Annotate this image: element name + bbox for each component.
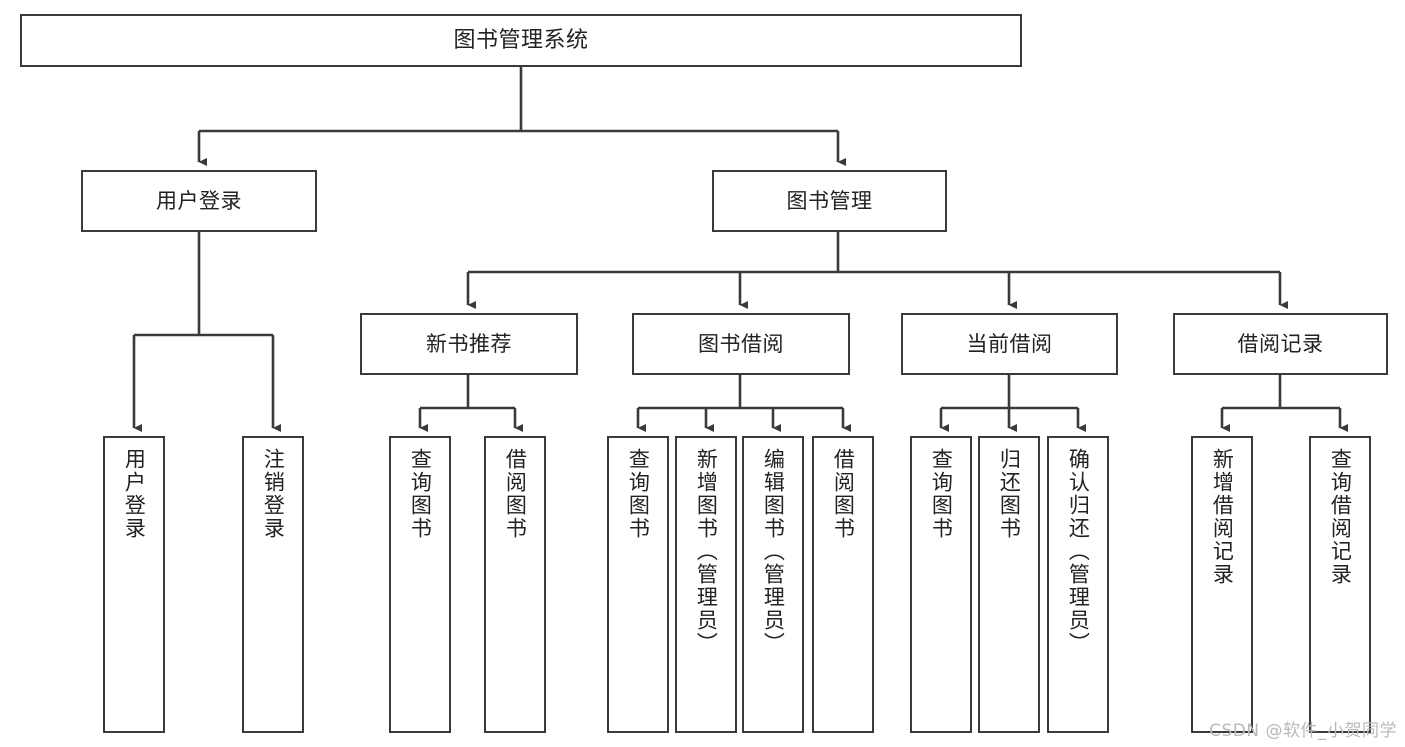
leaf-edit-book-admin[interactable]: 编辑图书（管理员） (742, 436, 804, 733)
node-current-borrow[interactable]: 当前借阅 (901, 313, 1118, 375)
node-label: 用户登录 (122, 448, 147, 540)
leaf-query-borrow-record[interactable]: 查询借阅记录 (1309, 436, 1371, 733)
leaf-query-book-current[interactable]: 查询图书 (910, 436, 972, 733)
node-book-management[interactable]: 图书管理 (712, 170, 947, 232)
node-label: 借阅图书 (503, 448, 528, 540)
node-label: 归还图书 (997, 448, 1022, 540)
leaf-add-borrow-record[interactable]: 新增借阅记录 (1191, 436, 1253, 733)
leaf-query-book-recommend[interactable]: 查询图书 (389, 436, 451, 733)
node-label: 查询图书 (408, 448, 433, 540)
node-label: 新书推荐 (426, 331, 512, 356)
leaf-borrow-book-recommend[interactable]: 借阅图书 (484, 436, 546, 733)
node-user-login[interactable]: 用户登录 (81, 170, 317, 232)
leaf-user-logout[interactable]: 注销登录 (242, 436, 304, 733)
node-root-system[interactable]: 图书管理系统 (20, 14, 1022, 67)
node-label: 借阅图书 (831, 448, 856, 540)
leaf-add-book-admin[interactable]: 新增图书（管理员） (675, 436, 737, 733)
node-label: 图书借阅 (698, 331, 784, 356)
leaf-confirm-return-admin[interactable]: 确认归还（管理员） (1047, 436, 1109, 733)
csdn-watermark: CSDN @软件_小贺同学 (1209, 721, 1397, 741)
node-label: 查询图书 (929, 448, 954, 540)
node-borrow-record[interactable]: 借阅记录 (1173, 313, 1388, 375)
node-label: 图书管理 (786, 188, 873, 213)
leaf-return-book[interactable]: 归还图书 (978, 436, 1040, 733)
node-label: 确认归还（管理员） (1066, 448, 1091, 655)
leaf-query-book-borrow[interactable]: 查询图书 (607, 436, 669, 733)
node-label: 用户登录 (156, 188, 242, 213)
node-label: 查询图书 (626, 448, 651, 540)
node-label: 编辑图书（管理员） (761, 448, 786, 655)
node-label: 图书管理系统 (453, 27, 589, 53)
node-label: 注销登录 (261, 448, 286, 540)
node-book-borrow[interactable]: 图书借阅 (632, 313, 850, 375)
leaf-borrow-book[interactable]: 借阅图书 (812, 436, 874, 733)
node-new-book-recommend[interactable]: 新书推荐 (360, 313, 578, 375)
node-label: 查询借阅记录 (1328, 448, 1353, 586)
node-label: 新增借阅记录 (1210, 448, 1235, 586)
node-label: 借阅记录 (1237, 331, 1324, 356)
node-label: 当前借阅 (966, 331, 1053, 356)
leaf-user-login[interactable]: 用户登录 (103, 436, 165, 733)
node-label: 新增图书（管理员） (694, 448, 719, 655)
